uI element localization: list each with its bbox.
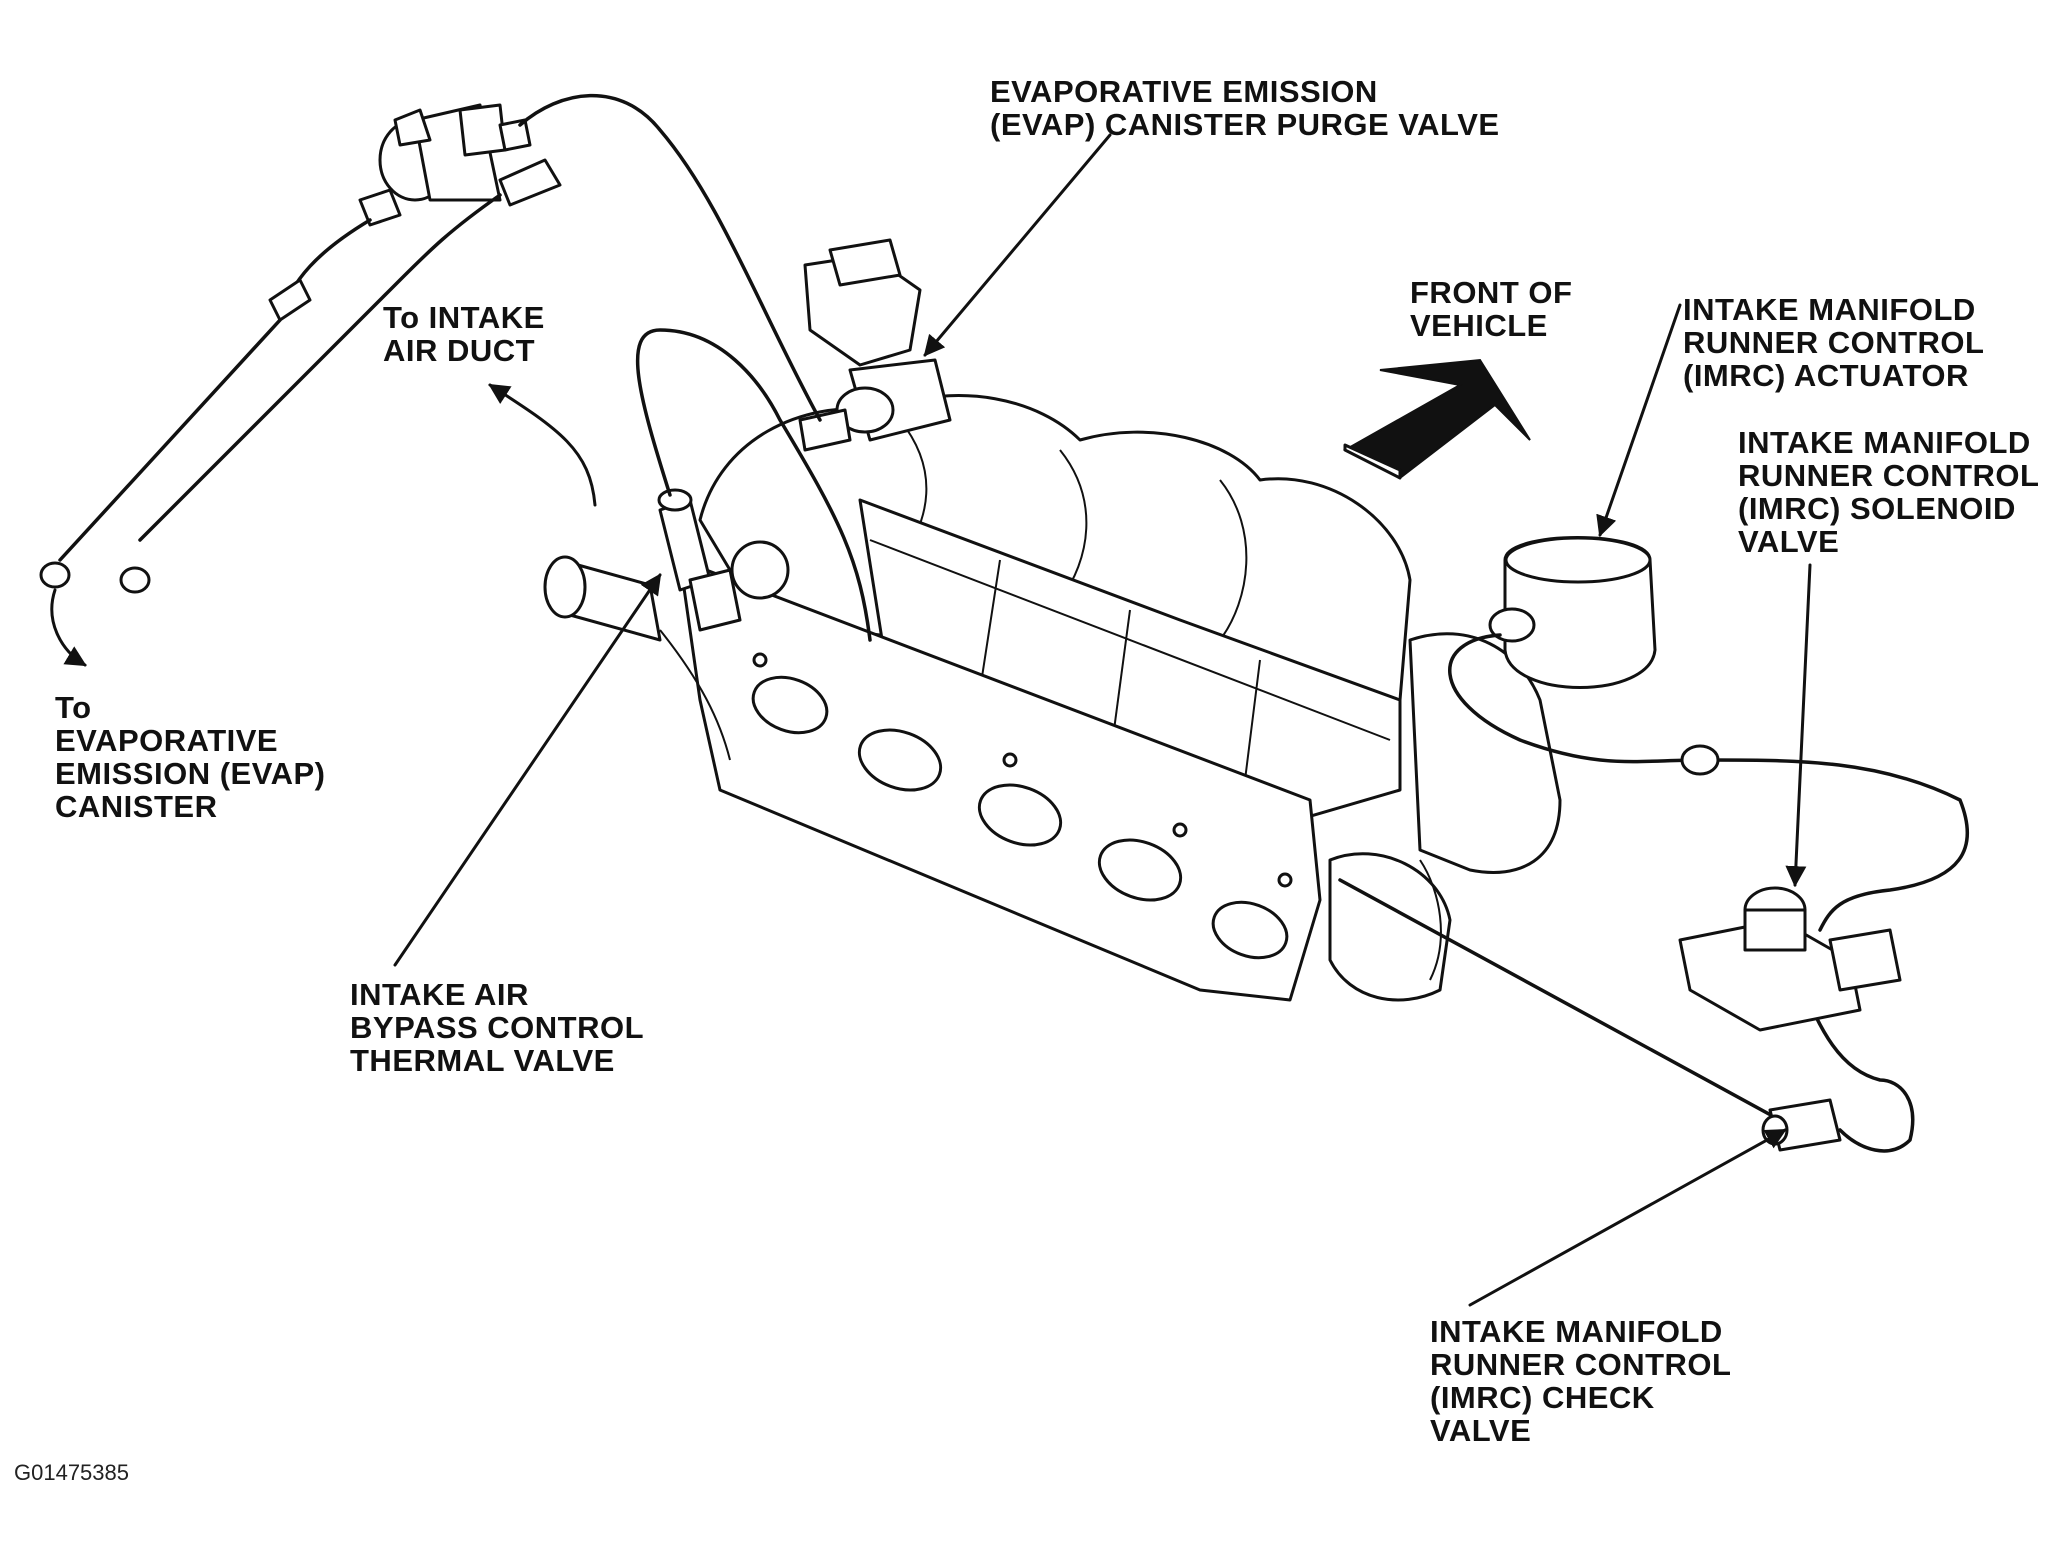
label-to-evap-canister: To EVAPORATIVE EMISSION (EVAP) CANISTER: [55, 690, 326, 824]
vacuum-hoses: [39, 93, 1970, 1153]
front-of-vehicle-arrow: [1342, 358, 1531, 480]
label-imrc-solenoid: INTAKE MANIFOLD RUNNER CONTROL (IMRC) SO…: [1738, 425, 2040, 559]
label-imrc-check-valve: INTAKE MANIFOLD RUNNER CONTROL (IMRC) CH…: [1430, 1314, 1732, 1448]
evap-purge-valve-unit: [798, 238, 952, 452]
leader-imrc-solenoid: [1785, 563, 1812, 888]
figure-code: G01475385: [14, 1460, 129, 1485]
bypass-thermal-valve-unit: [657, 488, 790, 632]
intake-manifold: [543, 394, 1657, 1002]
label-front-of-vehicle: FRONT OF VEHICLE: [1410, 275, 1573, 343]
leader-imrc-actuator: [1596, 303, 1682, 537]
leader-lines: [50, 133, 1812, 1307]
leader-evap-purge: [923, 133, 1112, 357]
imrc-check-valve-unit: [1761, 1098, 1842, 1152]
arrow-to-intake-air-duct: [488, 383, 597, 507]
label-evap-purge-valve: EVAPORATIVE EMISSION (EVAP) CANISTER PUR…: [990, 74, 1500, 142]
leader-bypass-valve: [393, 573, 662, 967]
hose-fitting: [1680, 744, 1720, 776]
imrc-solenoid-unit: [1678, 886, 1902, 1032]
label-to-intake-air-duct: To INTAKE AIR DUCT: [383, 300, 545, 368]
evap-canister-valve: [358, 103, 562, 227]
leader-imrc-check: [1468, 1128, 1787, 1307]
label-imrc-actuator: INTAKE MANIFOLD RUNNER CONTROL (IMRC) AC…: [1683, 292, 1985, 393]
arrow-to-evap-canister: [50, 588, 87, 667]
label-bypass-thermal-valve: INTAKE AIR BYPASS CONTROL THERMAL VALVE: [350, 977, 645, 1078]
